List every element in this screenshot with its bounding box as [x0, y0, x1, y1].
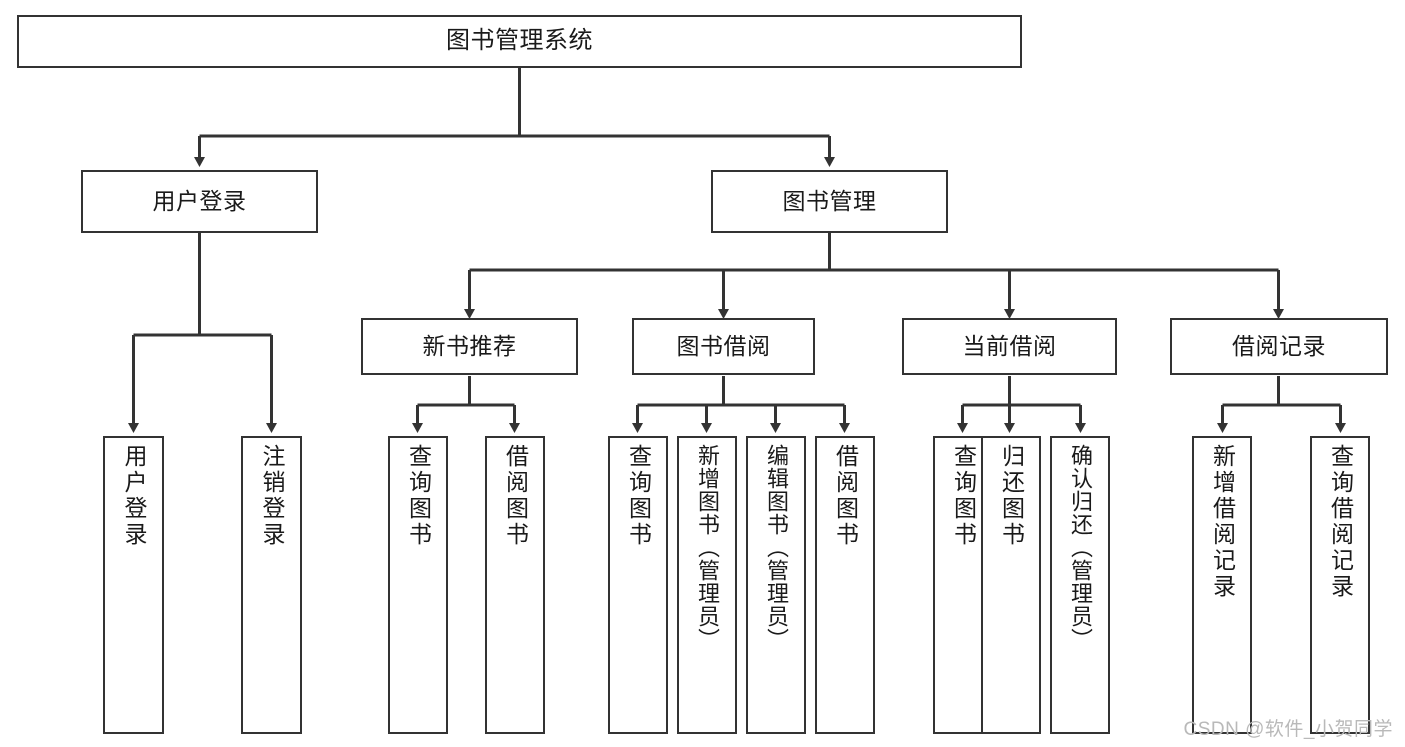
node-borrow-record[interactable]: 借阅记录: [1170, 318, 1388, 375]
node-leaf-add-book[interactable]: 新增图书（管理员）: [677, 436, 737, 734]
node-leaf-logout-login[interactable]: 注销登录: [241, 436, 302, 734]
node-leaf-borrow-book-2[interactable]: 借阅图书: [815, 436, 875, 734]
node-label: 新书推荐: [422, 332, 517, 359]
node-label: 图书管理系统: [446, 27, 593, 55]
node-label: 新增借阅记录: [1209, 444, 1236, 600]
node-leaf-edit-book[interactable]: 编辑图书（管理员）: [746, 436, 806, 734]
node-book-borrow[interactable]: 图书借阅: [632, 318, 815, 375]
node-leaf-add-record[interactable]: 新增借阅记录: [1192, 436, 1252, 734]
node-new-book-recommend[interactable]: 新书推荐: [361, 318, 578, 375]
node-leaf-query-record[interactable]: 查询借阅记录: [1310, 436, 1370, 734]
node-label: 借阅图书: [832, 444, 859, 548]
node-label: 查询图书: [625, 444, 652, 548]
node-book-management[interactable]: 图书管理: [711, 170, 948, 233]
node-label: 当前借阅: [962, 332, 1057, 359]
node-label: 查询借阅记录: [1327, 444, 1354, 600]
node-label: 图书管理: [782, 187, 877, 214]
node-label: 用户登录: [121, 444, 147, 548]
node-current-borrow[interactable]: 当前借阅: [902, 318, 1117, 375]
node-label: 新增图书（管理员）: [695, 444, 720, 651]
node-label: 归还图书: [998, 444, 1025, 548]
node-label: 确认归还（管理员）: [1068, 444, 1093, 651]
node-leaf-confirm-return[interactable]: 确认归还（管理员）: [1050, 436, 1110, 734]
node-leaf-query-book-2[interactable]: 查询图书: [608, 436, 668, 734]
node-root-book-management-system[interactable]: 图书管理系统: [17, 15, 1022, 68]
node-leaf-return-book[interactable]: 归还图书: [981, 436, 1041, 734]
node-leaf-user-login[interactable]: 用户登录: [103, 436, 164, 734]
node-label: 借阅记录: [1232, 332, 1326, 359]
node-leaf-query-book-1[interactable]: 查询图书: [388, 436, 448, 734]
node-label: 编辑图书（管理员）: [764, 444, 789, 651]
node-label: 查询图书: [405, 444, 432, 548]
csdn-watermark: CSDN @软件_小贺同学: [1183, 719, 1393, 740]
node-label: 借阅图书: [502, 444, 529, 548]
node-label: 图书借阅: [676, 332, 771, 359]
node-label: 用户登录: [152, 187, 247, 214]
node-label: 注销登录: [259, 444, 285, 548]
node-leaf-borrow-book-1[interactable]: 借阅图书: [485, 436, 545, 734]
node-user-login[interactable]: 用户登录: [81, 170, 318, 233]
node-label: 查询图书: [950, 444, 977, 548]
